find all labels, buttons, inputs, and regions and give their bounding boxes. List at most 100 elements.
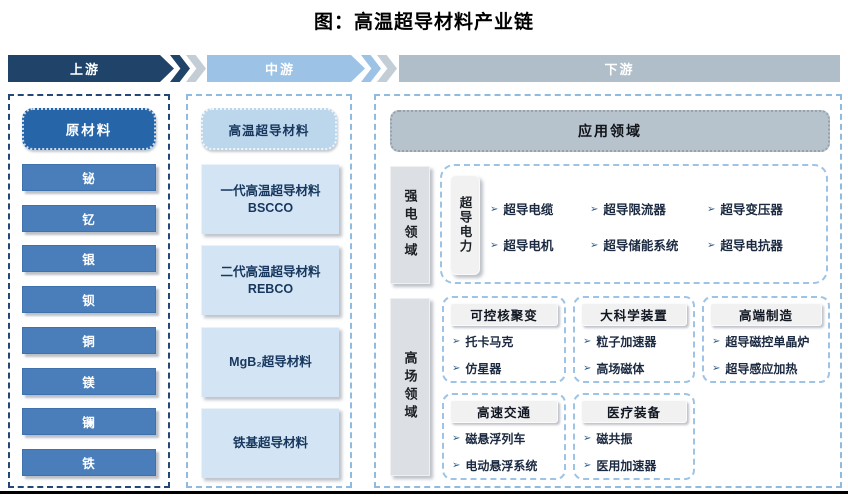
app-group-header: 高端制造 [710, 303, 822, 326]
app-group-items: ➢ 磁悬浮列车 ➢ 电动悬浮系统 [452, 429, 562, 476]
hts-material-box: 铁基超导材料 [201, 408, 339, 478]
raw-materials-header: 原材料 [22, 108, 156, 150]
arrow-bullet-icon: ➢ [490, 204, 499, 215]
app-group-manufacturing: 高端制造 ➢ 超导磁控单晶炉 ➢ 超导感应加热 [702, 296, 830, 383]
app-group-medical: 医疗装备 ➢ 磁共振 ➢ 医用加速器 [573, 393, 695, 480]
midstream-column: 高温超导材料 一代高温超导材料 BSCCO 二代高温超导材料 REBCO MgB… [186, 94, 352, 488]
app-item: ➢ 磁悬浮列车 [452, 429, 562, 449]
app-group-fusion: 可控核聚变 ➢ 托卡马克 ➢ 仿星器 [442, 296, 566, 383]
app-item-label: 磁悬浮列车 [465, 432, 526, 446]
arrow-bullet-icon: ➢ [707, 204, 716, 215]
power-application-item: ➢ 超导限流器 [590, 200, 707, 220]
banner-downstream: 下游 [399, 55, 840, 82]
app-item-label: 磁共振 [596, 432, 633, 446]
arrow-bullet-icon: ➢ [452, 363, 461, 374]
power-application-label: 超导储能系统 [603, 239, 679, 253]
banner-upstream-label: 上游 [69, 62, 100, 77]
hts-material-line1: 铁基超导材料 [232, 436, 308, 450]
material-item: 镁 [22, 367, 156, 395]
superconducting-power-label: 超导电力 [450, 175, 480, 275]
app-item: ➢ 超导磁控单晶炉 [712, 332, 826, 352]
app-group-header: 医疗装备 [581, 400, 687, 423]
material-item: 铁 [22, 448, 156, 476]
app-item-label: 电动悬浮系统 [465, 459, 538, 473]
application-fields-header: 应用领域 [390, 110, 830, 152]
power-application-label: 超导限流器 [603, 203, 666, 217]
app-item: ➢ 电动悬浮系统 [452, 456, 562, 476]
arrow-bullet-icon: ➢ [452, 433, 461, 444]
power-application-label: 超导电缆 [503, 203, 554, 217]
material-item: 镧 [22, 408, 156, 436]
material-item: 银 [22, 245, 156, 273]
bottom-divider [0, 491, 848, 494]
app-group-items: ➢ 磁共振 ➢ 医用加速器 [583, 429, 691, 476]
material-item: 铜 [22, 326, 156, 354]
strong-electric-field-label: 强电领域 [390, 166, 430, 284]
banner-downstream-label: 下游 [604, 62, 635, 77]
hts-material-line1: 一代高温超导材料 [220, 183, 321, 198]
arrow-bullet-icon: ➢ [583, 336, 592, 347]
arrow-bullet-icon: ➢ [583, 460, 592, 471]
app-item-label: 超导感应加热 [725, 362, 798, 376]
app-item: ➢ 医用加速器 [583, 456, 691, 476]
upstream-column: 原材料 铋 钇 银 钡 铜 镁 镧 铁 [8, 94, 170, 488]
app-group-transport: 高速交通 ➢ 磁悬浮列车 ➢ 电动悬浮系统 [442, 393, 566, 480]
app-item: ➢ 磁共振 [583, 429, 691, 449]
superconducting-power-group: 超导电力 ➢ 超导电缆 ➢ 超导限流器 ➢ 超导变压器 ➢ 超导电机 [440, 164, 828, 284]
arrow-bullet-icon: ➢ [452, 460, 461, 471]
arrow-bullet-icon: ➢ [583, 363, 592, 374]
hts-material-box: 二代高温超导材料 REBCO [201, 245, 339, 315]
power-application-label: 超导电抗器 [720, 239, 783, 253]
hts-material-box: MgB₂超导材料 [201, 327, 339, 397]
app-item-label: 粒子加速器 [596, 335, 657, 349]
arrow-bullet-icon: ➢ [590, 204, 599, 215]
hts-material-line2: REBCO [247, 281, 294, 296]
app-item-label: 医用加速器 [596, 459, 657, 473]
stage-banner: 上游 中游 下游 [0, 55, 848, 82]
power-application-item: ➢ 超导电抗器 [707, 236, 822, 256]
app-item: ➢ 仿星器 [452, 359, 562, 379]
app-item: ➢ 高场磁体 [583, 359, 691, 379]
arrow-bullet-icon: ➢ [583, 433, 592, 444]
power-application-item: ➢ 超导电缆 [490, 200, 590, 220]
app-item-label: 超导磁控单晶炉 [725, 335, 810, 349]
arrow-bullet-icon: ➢ [590, 240, 599, 251]
hts-material-line1: MgB₂超导材料 [229, 355, 312, 369]
material-item: 钇 [22, 204, 156, 232]
app-item-label: 仿星器 [465, 362, 502, 376]
power-application-item: ➢ 超导变压器 [707, 200, 822, 220]
app-group-items: ➢ 粒子加速器 ➢ 高场磁体 [583, 332, 691, 379]
app-group-header: 可控核聚变 [450, 303, 558, 326]
app-item: ➢ 托卡马克 [452, 332, 562, 352]
banner-midstream: 中游 [207, 55, 365, 82]
material-item: 钡 [22, 286, 156, 314]
app-item: ➢ 超导感应加热 [712, 359, 826, 379]
hts-materials-header: 高温超导材料 [201, 108, 337, 150]
arrow-bullet-icon: ➢ [712, 363, 721, 374]
arrow-bullet-icon: ➢ [712, 336, 721, 347]
app-group-big-science: 大科学装置 ➢ 粒子加速器 ➢ 高场磁体 [573, 296, 695, 383]
high-field-label: 高场领域 [390, 298, 430, 476]
material-item: 铋 [22, 164, 156, 191]
app-item: ➢ 粒子加速器 [583, 332, 691, 352]
banner-upstream: 上游 [8, 55, 174, 82]
page-title: 图：高温超导材料产业链 [313, 12, 534, 33]
app-item-label: 托卡马克 [465, 335, 514, 349]
hts-material-line2: BSCCO [247, 200, 294, 215]
banner-midstream-label: 中游 [264, 62, 295, 77]
raw-materials-list: 铋 钇 银 钡 铜 镁 镧 铁 [22, 164, 156, 476]
app-item-label: 高场磁体 [596, 362, 645, 376]
hts-material-box: 一代高温超导材料 BSCCO [201, 164, 339, 234]
power-application-label: 超导变压器 [720, 203, 783, 217]
power-application-item: ➢ 超导电机 [490, 236, 590, 256]
arrow-bullet-icon: ➢ [490, 240, 499, 251]
app-group-header: 大科学装置 [581, 303, 687, 326]
app-group-items: ➢ 超导磁控单晶炉 ➢ 超导感应加热 [712, 332, 826, 379]
power-application-item: ➢ 超导储能系统 [590, 236, 707, 256]
downstream-column: 应用领域 强电领域 超导电力 ➢ 超导电缆 ➢ 超导限流器 ➢ 超导变压器 ➢ [374, 94, 842, 488]
arrow-bullet-icon: ➢ [452, 336, 461, 347]
arrow-bullet-icon: ➢ [707, 240, 716, 251]
power-applications-grid: ➢ 超导电缆 ➢ 超导限流器 ➢ 超导变压器 ➢ 超导电机 ➢ 超导储能系统 [490, 200, 822, 256]
app-group-header: 高速交通 [450, 400, 558, 423]
